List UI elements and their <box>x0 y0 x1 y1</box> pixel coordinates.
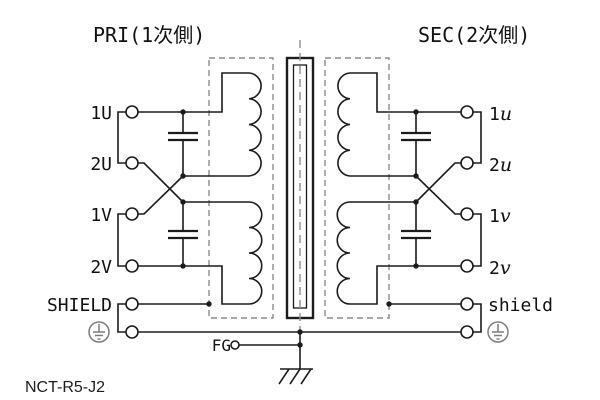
label-fg: FG <box>212 336 231 355</box>
sec-upper-winding <box>337 72 461 177</box>
label-1v: 1v <box>489 205 511 227</box>
terminal-2V <box>125 259 139 273</box>
terminal-1u <box>460 105 474 119</box>
sec-winding-shield-box <box>324 57 390 319</box>
pri-winding-shield-box <box>208 57 274 319</box>
label-shield-pri: SHIELD <box>47 295 112 316</box>
label-2U: 2U <box>90 154 112 175</box>
pri-jumper-shield-ground <box>117 303 126 333</box>
pri-lower-winding <box>138 201 263 305</box>
pri-terminal-circles <box>125 105 139 339</box>
junction-dots <box>180 109 419 348</box>
sec-jumper-shield-ground <box>473 303 482 333</box>
terminal-1U <box>125 105 139 119</box>
terminal-2v <box>460 259 474 273</box>
label-1U: 1U <box>90 103 112 124</box>
pri-crossover-wires <box>138 162 184 215</box>
protective-earth-icon-left <box>88 321 110 343</box>
protective-earth-icon-right <box>487 321 509 343</box>
model-number-label: NCT-R5-J2 <box>25 379 105 396</box>
label-2v: 2v <box>489 257 511 279</box>
terminal-shield-pri <box>125 297 139 311</box>
sec-jumper-1u2u <box>473 111 482 164</box>
pri-upper-winding <box>138 72 262 177</box>
terminal-1v <box>460 207 474 221</box>
label-2V: 2V <box>90 257 112 278</box>
terminal-2u <box>460 156 474 170</box>
sec-jumper-1v2v <box>473 213 482 267</box>
terminal-ground-sec <box>460 325 474 339</box>
sec-lower-winding <box>336 201 461 305</box>
terminal-fg <box>230 340 240 350</box>
label-1V: 1V <box>90 205 112 226</box>
pri-jumper-1u2u <box>117 111 126 164</box>
pri-capacitor-upper <box>168 131 198 142</box>
earth-ground-icon <box>278 368 313 385</box>
pri-capacitor-lower <box>168 229 198 240</box>
terminal-1V <box>125 207 139 221</box>
sec-terminal-circles <box>460 105 474 339</box>
sec-crossover-wires <box>415 162 461 215</box>
pri-jumper-1v2v <box>117 213 126 267</box>
label-shield-sec: shield <box>488 295 553 316</box>
pri-title: PRI(1次側) <box>93 23 205 47</box>
terminal-2U <box>125 156 139 170</box>
terminal-ground-pri <box>125 325 139 339</box>
sec-capacitor-lower <box>401 229 431 240</box>
label-1u: 1u <box>489 103 512 125</box>
label-2u: 2u <box>489 154 512 176</box>
sec-title: SEC(2次側) <box>418 23 530 47</box>
terminal-shield-sec <box>460 297 474 311</box>
sec-capacitor-upper <box>401 131 431 142</box>
